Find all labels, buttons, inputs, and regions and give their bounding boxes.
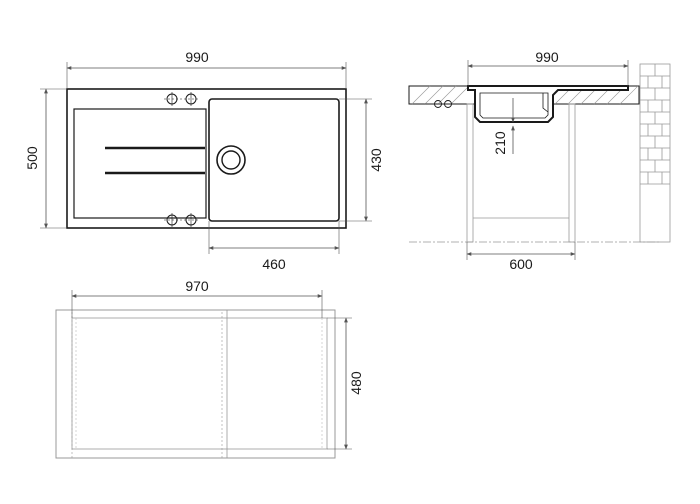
sink-profile-inner	[479, 92, 549, 119]
dim-top-width: 990	[66, 49, 347, 89]
dim-cabinet-label: 600	[509, 256, 533, 272]
dim-depth: 210	[492, 98, 515, 155]
cutout-view: 970 480	[55, 278, 364, 459]
dim-cutout-height-label: 480	[348, 371, 364, 395]
dim-bowl-width: 460	[208, 221, 340, 272]
side-view: 990 210 600	[408, 49, 671, 272]
tap-hole-markers-top	[164, 92, 198, 106]
top-view: 990 500 430 460	[24, 49, 384, 272]
dim-top-height: 500	[24, 88, 67, 229]
bowl-outline	[208, 98, 340, 222]
dim-top-height-label: 500	[24, 146, 40, 170]
sink-bowl-divider	[542, 93, 549, 113]
dim-bowl-width-label: 460	[262, 256, 286, 272]
cabinet-right-wall	[568, 103, 576, 243]
tap-hole-markers-bottom	[164, 213, 198, 227]
dim-side-width: 990	[467, 49, 629, 86]
dim-bowl-height-label: 430	[368, 148, 384, 172]
dim-side-width-label: 990	[535, 49, 559, 65]
cutout-outer	[55, 309, 336, 459]
cutout-template	[71, 317, 328, 450]
dim-cutout-width-label: 970	[185, 278, 209, 294]
dim-depth-label: 210	[492, 131, 508, 155]
dim-cabinet: 600	[466, 242, 576, 272]
cutout-drainer-inner	[71, 309, 223, 459]
dim-cutout-height: 480	[327, 317, 364, 450]
dim-cutout-width: 970	[71, 278, 323, 318]
drainer-panel	[73, 108, 207, 219]
sink-outline	[66, 88, 347, 229]
cabinet-left-wall	[466, 103, 474, 243]
brick-wall	[639, 63, 671, 243]
drain-outer	[216, 145, 246, 175]
drain-inner	[221, 150, 241, 170]
side-tap-holes	[425, 100, 460, 108]
dim-top-width-label: 990	[185, 49, 209, 65]
dim-bowl-height: 430	[339, 98, 384, 222]
